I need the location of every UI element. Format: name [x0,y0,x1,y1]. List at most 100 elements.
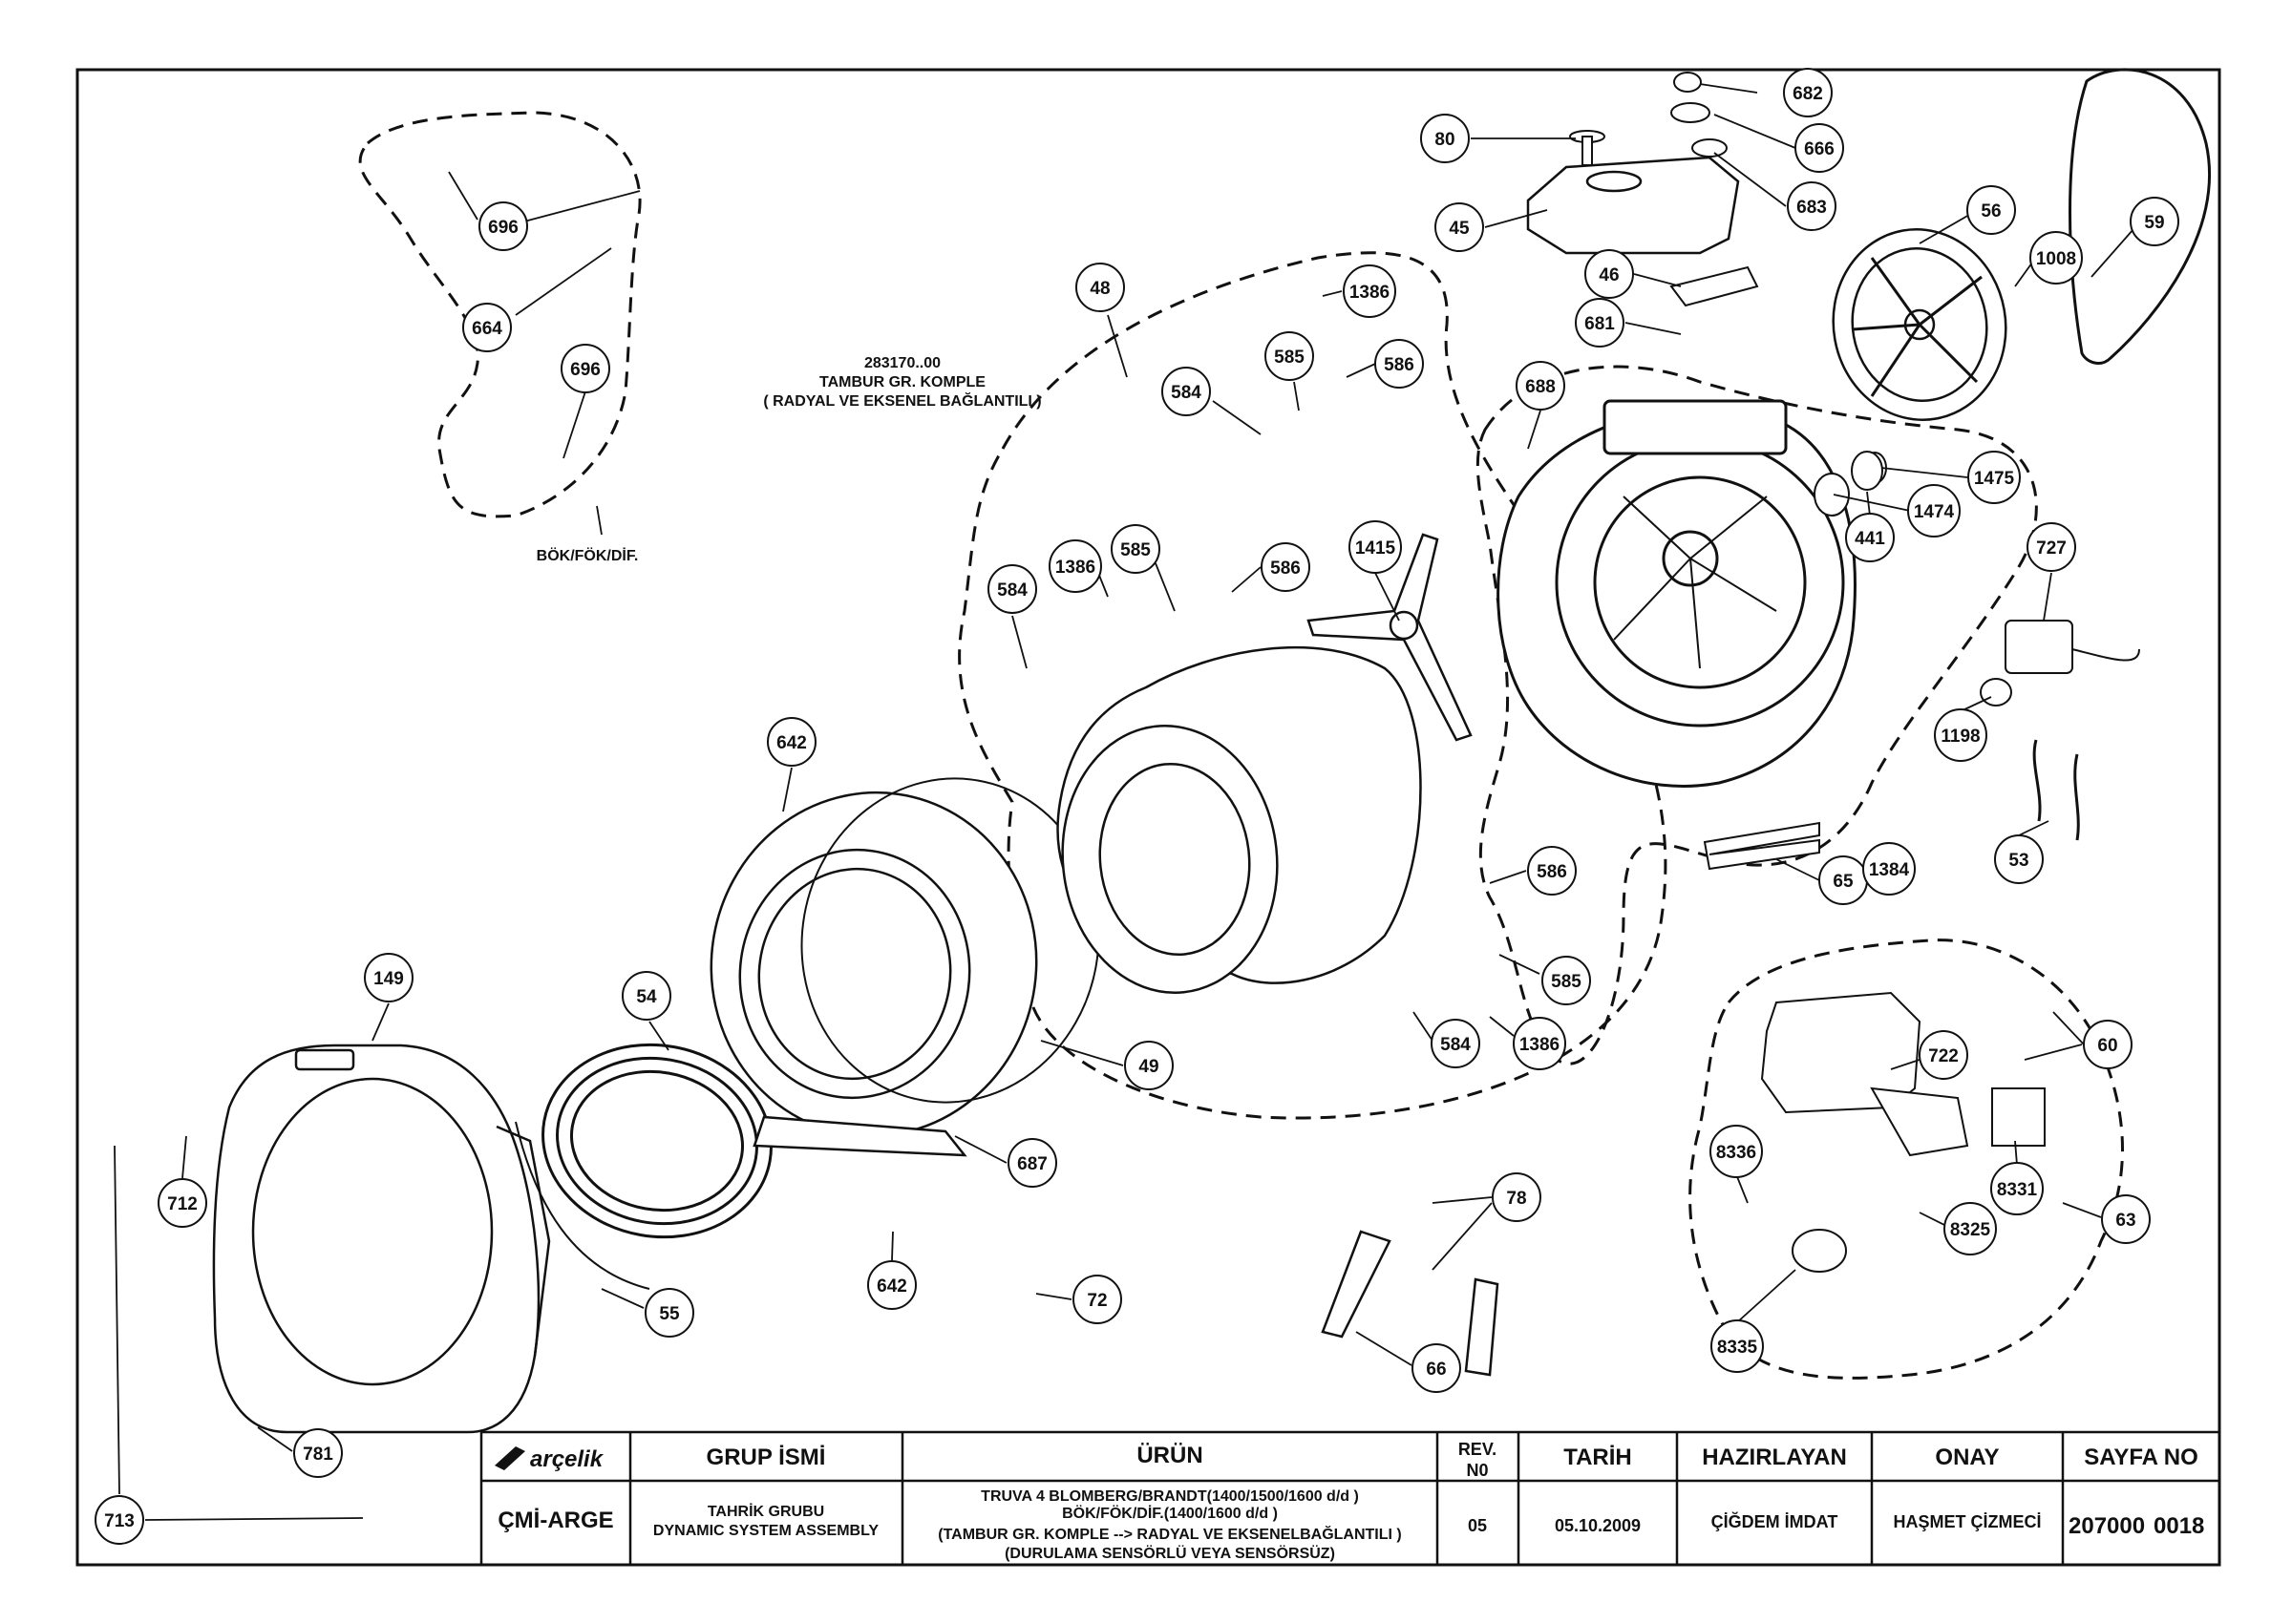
callout-circle [1783,68,1833,117]
callout-circle [293,1428,343,1478]
date-header: TARİH [1563,1445,1632,1470]
callout-number: 696 [570,360,601,380]
callout-59: 59 [2130,197,2179,246]
connector-part [1991,1087,2046,1147]
callout-585: 585 [1264,331,1314,381]
page-number-suffix: 0018 [2154,1513,2204,1539]
callout-696: 696 [478,201,528,251]
callout-63: 63 [2101,1194,2151,1244]
callout-66: 66 [1411,1343,1461,1393]
callout-circle [1709,1125,1763,1178]
outline-tub-group [1475,365,2038,1065]
callout-number: 60 [2097,1036,2117,1056]
outline-drum-group [958,251,1667,1120]
callout-circle [1575,298,1624,348]
callout-1384: 1384 [1862,842,1916,896]
callout-circle [2101,1194,2151,1244]
callout-number: 585 [1274,348,1305,368]
callout-number: 54 [636,987,657,1007]
callout-584: 584 [1431,1019,1480,1068]
callout-circle [987,564,1037,614]
group-value-line2: DYNAMIC SYSTEM ASSEMBLY [653,1523,880,1539]
callout-number: 72 [1087,1291,1107,1311]
washer-stack-part [1670,72,1728,158]
bolt-part [1569,130,1605,166]
callout-586: 586 [1374,339,1424,389]
callout-circle [1348,520,1402,574]
callout-664: 664 [462,303,512,352]
callout-circle [1787,181,1836,231]
callout-number: 8335 [1717,1338,1758,1358]
callout-circle [1513,1017,1566,1070]
sensor-part [1980,620,2140,707]
callout-circle [1527,846,1577,896]
callout-56: 56 [1966,185,2016,235]
callout-8336: 8336 [1709,1125,1763,1178]
page-header: SAYFA NO [2084,1445,2198,1470]
date-value: 05.10.2009 [1555,1516,1641,1535]
callout-1386: 1386 [1513,1017,1566,1070]
callout-687: 687 [1008,1138,1057,1188]
callout-circle [1075,263,1125,312]
callout-53: 53 [1994,834,2044,884]
callout-circle [158,1178,207,1228]
callout-781: 781 [293,1428,343,1478]
callout-48: 48 [1075,263,1125,312]
callout-number: 1415 [1355,538,1396,559]
callout-circle [1411,1343,1461,1393]
callout-149: 149 [364,953,414,1002]
rev-header-line2: N0 [1466,1461,1488,1480]
callout-78: 78 [1492,1172,1541,1222]
callout-number: 80 [1434,130,1454,150]
prepared-header: HAZIRLAYAN [1702,1445,1847,1470]
callout-number: 1386 [1519,1035,1560,1055]
prepared-by-value: ÇİĞDEM İMDAT [1711,1511,1838,1531]
callout-circle [364,953,414,1002]
approval-header: ONAY [1935,1445,1999,1470]
callout-circle [1584,249,1634,299]
wire-loop-part [1792,1229,1847,1273]
callout-number: 65 [1833,872,1854,892]
callout-584: 584 [987,564,1037,614]
callout-54: 54 [622,971,671,1021]
callout-number: 1198 [1941,727,1980,747]
callout-number: 688 [1525,377,1556,397]
product-header: ÜRÜN [1136,1443,1202,1468]
callout-number: 664 [472,319,502,339]
callout-number: 53 [2008,851,2028,871]
callout-72: 72 [1072,1275,1122,1324]
callout-586: 586 [1527,846,1577,896]
callout-circle [2130,197,2179,246]
callout-circle [1994,834,2044,884]
door-seal-part [515,1043,773,1290]
callout-circle [1710,1319,1764,1373]
counterweight-part [1526,156,1740,255]
shock-absorber-parts [1321,1230,1499,1377]
callout-circle [2027,522,2076,572]
callout-circle [1343,264,1396,318]
callout-683: 683 [1787,181,1836,231]
callout-circle [462,303,512,352]
callout-circle [1049,539,1102,593]
callout-circle [1264,331,1314,381]
callout-number: 642 [877,1276,907,1297]
motor-part [1760,991,1969,1157]
callout-circle [1374,339,1424,389]
approved-by-value: HAŞMET ÇİZMECİ [1894,1512,2042,1531]
variant-note: BÖK/FÖK/DİF. [537,546,639,564]
rev-value: 05 [1468,1516,1487,1535]
callout-circle [1845,513,1895,562]
callout-number: 1008 [2036,249,2076,269]
callout-circle [1966,185,2016,235]
callout-number: 49 [1138,1057,1158,1077]
callout-number: 8331 [1997,1180,2038,1200]
callout-number: 63 [2115,1211,2135,1231]
callout-number: 8325 [1950,1220,1991,1240]
callout-number: 586 [1384,355,1414,375]
callout-45: 45 [1434,202,1484,252]
callout-number: 584 [1171,383,1201,403]
callout-number: 727 [2036,538,2067,559]
callout-circle [478,201,528,251]
drum-name-note: TAMBUR GR. KOMPLE [819,374,986,390]
